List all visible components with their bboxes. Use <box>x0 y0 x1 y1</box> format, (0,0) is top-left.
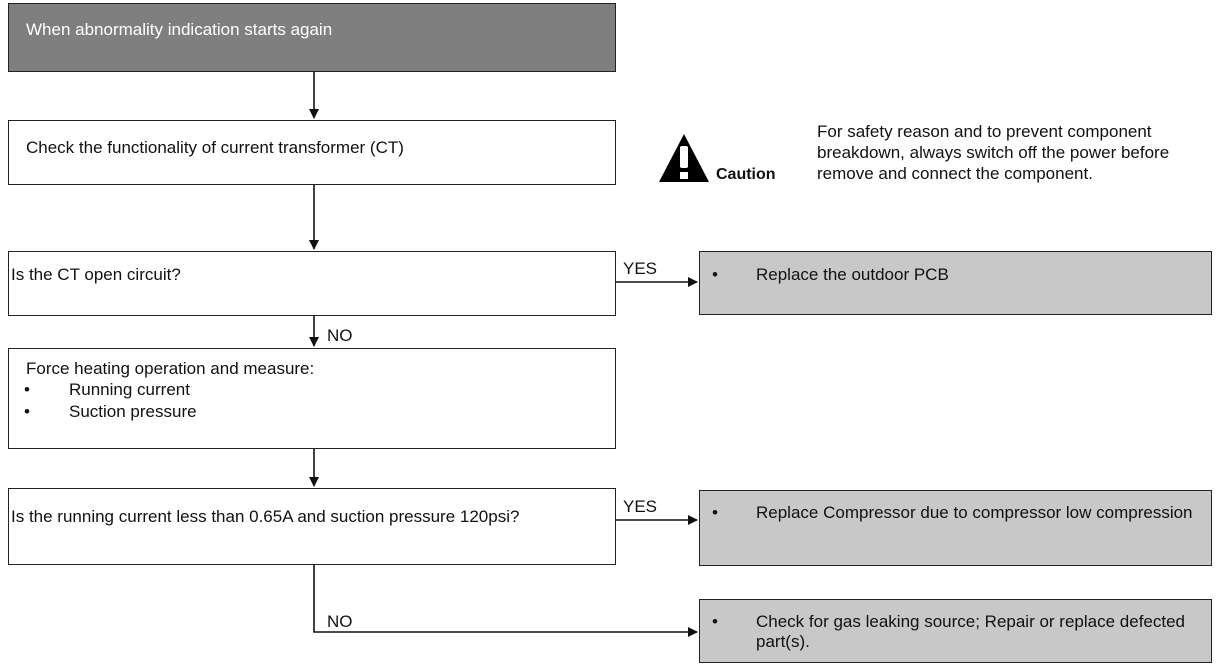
arrow-q2-no <box>313 565 698 637</box>
q2-yes-label: YES <box>623 497 658 516</box>
list-item-label: Suction pressure <box>69 402 197 421</box>
start-label: When abnormality indication starts again <box>26 20 333 39</box>
check-ct-box: Check the functionality of current trans… <box>8 120 616 185</box>
force-heating-box: Force heating operation and measure: • R… <box>8 348 616 449</box>
running-current-question-box: Is the running current less than 0.65A a… <box>8 488 616 565</box>
replace-compressor-box: • Replace Compressor due to compressor l… <box>699 490 1212 566</box>
start-box: When abnormality indication starts again <box>8 3 616 72</box>
caution-word: Caution <box>716 166 776 183</box>
replace-pcb-label: Replace the outdoor PCB <box>756 265 949 284</box>
replace-compressor-label: Replace Compressor due to compressor low… <box>756 503 1193 522</box>
list-item-label: Running current <box>69 380 190 399</box>
replace-pcb-box: • Replace the outdoor PCB <box>699 251 1212 315</box>
caution-badge: Caution <box>655 132 805 192</box>
q2-no-label: NO <box>327 612 353 631</box>
warning-icon <box>659 134 709 182</box>
q1-no-label: NO <box>327 326 353 345</box>
bullet: • <box>712 612 718 631</box>
caution-note: For safety reason and to prevent compone… <box>817 122 1170 183</box>
running-current-question-label: Is the running current less than 0.65A a… <box>11 507 520 526</box>
ct-open-question-label: Is the CT open circuit? <box>11 265 181 284</box>
bullet: • <box>24 402 30 421</box>
force-heating-title: Force heating operation and measure: <box>26 359 315 378</box>
check-ct-label: Check the functionality of current trans… <box>26 138 404 157</box>
gas-leak-box: • Check for gas leaking source; Repair o… <box>699 599 1212 663</box>
bullet: • <box>712 265 718 284</box>
bullet: • <box>712 503 718 522</box>
q1-yes-label: YES <box>623 259 658 278</box>
gas-leak-label: Check for gas leaking source; Repair or … <box>756 612 1186 651</box>
ct-open-question-box: Is the CT open circuit? <box>8 251 616 316</box>
bullet: • <box>24 380 30 399</box>
